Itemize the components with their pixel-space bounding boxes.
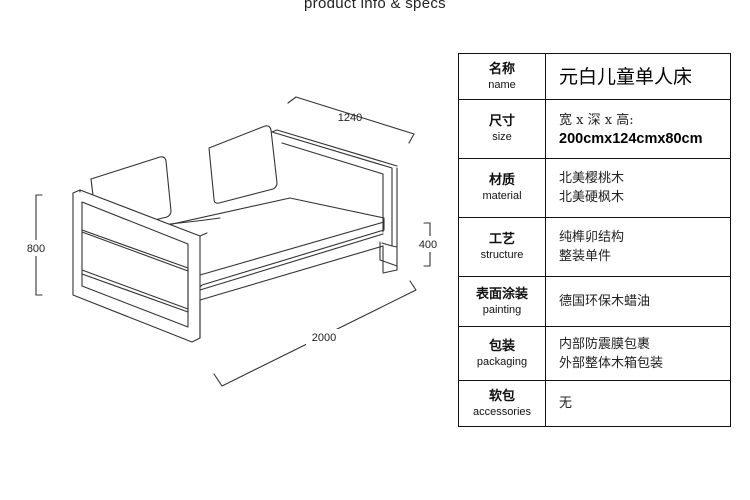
- product-name: 元白儿童单人床: [559, 65, 693, 88]
- page-title: product info & specs: [304, 0, 446, 12]
- spec-row-structure: 工艺 structure 纯榫卯结构 整装单件: [458, 217, 731, 277]
- spec-label-packaging: 包装 packaging: [458, 326, 546, 381]
- spec-row-packaging: 包装 packaging 内部防震膜包裹 外部整体木箱包装: [458, 326, 731, 381]
- spec-row-painting: 表面涂装 painting 德国环保木蜡油: [458, 276, 731, 327]
- spec-value-size: 宽 x 深 x 高: 200cmx124cmx80cm: [545, 99, 731, 159]
- spec-value-accessories: 无: [545, 380, 731, 427]
- spec-label-name: 名称 name: [458, 53, 546, 100]
- spec-row-material: 材质 material 北美樱桃木 北美硬枫木: [458, 158, 731, 218]
- spec-value-painting: 德国环保木蜡油: [545, 276, 731, 327]
- spec-label-accessories: 软包 accessories: [458, 380, 546, 427]
- spec-value-structure: 纯榫卯结构 整装单件: [545, 217, 731, 277]
- depth-dimension-label: 1240: [338, 112, 362, 124]
- bed-line-drawing: 1240 █ 800 400 2000: [26, 96, 438, 387]
- spec-label-painting: 表面涂装 painting: [458, 276, 546, 327]
- spec-label-structure: 工艺 structure: [458, 217, 546, 277]
- spec-row-size: 尺寸 size 宽 x 深 x 高: 200cmx124cmx80cm: [458, 99, 731, 159]
- front-arm-frame: [72, 189, 208, 343]
- spec-label-size: 尺寸 size: [458, 99, 546, 159]
- spec-row-name: 名称 name 元白儿童单人床: [458, 53, 731, 100]
- base-rail: [199, 233, 384, 339]
- seat-height-dimension-label: 400: [419, 239, 437, 251]
- back-cushion-right: [208, 125, 278, 204]
- spec-label-material: 材质 material: [458, 158, 546, 218]
- back-arm-frame: [271, 129, 398, 274]
- width-dimension-label: 2000: [312, 332, 336, 344]
- front-panel: [81, 229, 189, 313]
- spec-value-name: 元白儿童单人床: [545, 53, 731, 100]
- spec-table: 名称 name 元白儿童单人床 尺寸 size 宽 x 深 x 高: 200cm…: [458, 53, 731, 427]
- height-dimension-label: 800: [27, 243, 45, 255]
- spec-value-packaging: 内部防震膜包裹 外部整体木箱包装: [545, 326, 731, 381]
- depth-dimension-line: [287, 96, 415, 144]
- spec-value-material: 北美樱桃木 北美硬枫木: [545, 158, 731, 218]
- spec-row-accessories: 软包 accessories 无: [458, 380, 731, 427]
